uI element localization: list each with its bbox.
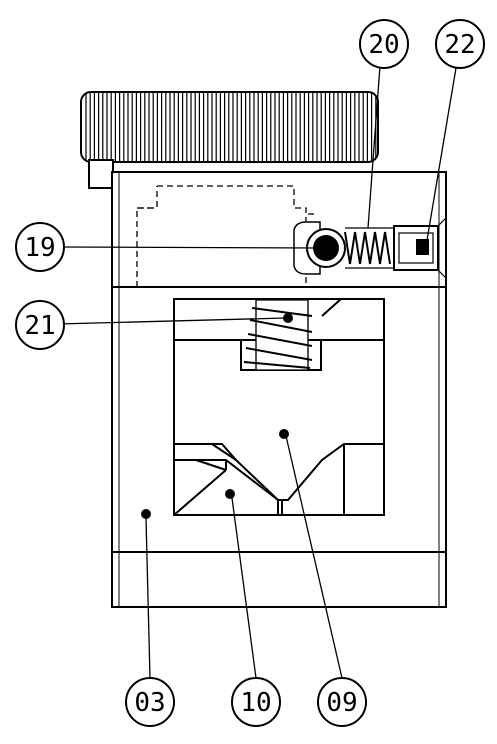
spring-part-20 xyxy=(344,227,395,269)
balloon-03-label: 03 xyxy=(134,688,165,718)
balloon-21: 21 xyxy=(15,300,65,350)
balloon-03: 03 xyxy=(125,677,175,727)
balloon-09-label: 09 xyxy=(326,688,357,718)
knurled-knob xyxy=(80,91,379,189)
balloon-22-label: 22 xyxy=(444,30,475,60)
spring-part-21 xyxy=(243,299,313,371)
balloon-20: 20 xyxy=(359,19,409,69)
balloon-20-label: 20 xyxy=(368,30,399,60)
balloon-10-label: 10 xyxy=(240,688,271,718)
ref-dot-10 xyxy=(225,489,235,499)
balloon-22: 22 xyxy=(435,19,485,69)
ref-dot-03 xyxy=(141,509,151,519)
balloon-19: 19 xyxy=(15,222,65,272)
balloon-10: 10 xyxy=(231,677,281,727)
ref-dot-09 xyxy=(279,429,289,439)
plug-part-22 xyxy=(393,217,447,279)
ref-dot-21 xyxy=(283,313,293,323)
leader-lines xyxy=(57,65,457,679)
balloon-09: 09 xyxy=(317,677,367,727)
balloon-19-label: 19 xyxy=(24,233,55,263)
balloon-21-label: 21 xyxy=(24,311,55,341)
pin-part-19 xyxy=(293,221,346,275)
jaw-part-10 xyxy=(173,459,279,516)
